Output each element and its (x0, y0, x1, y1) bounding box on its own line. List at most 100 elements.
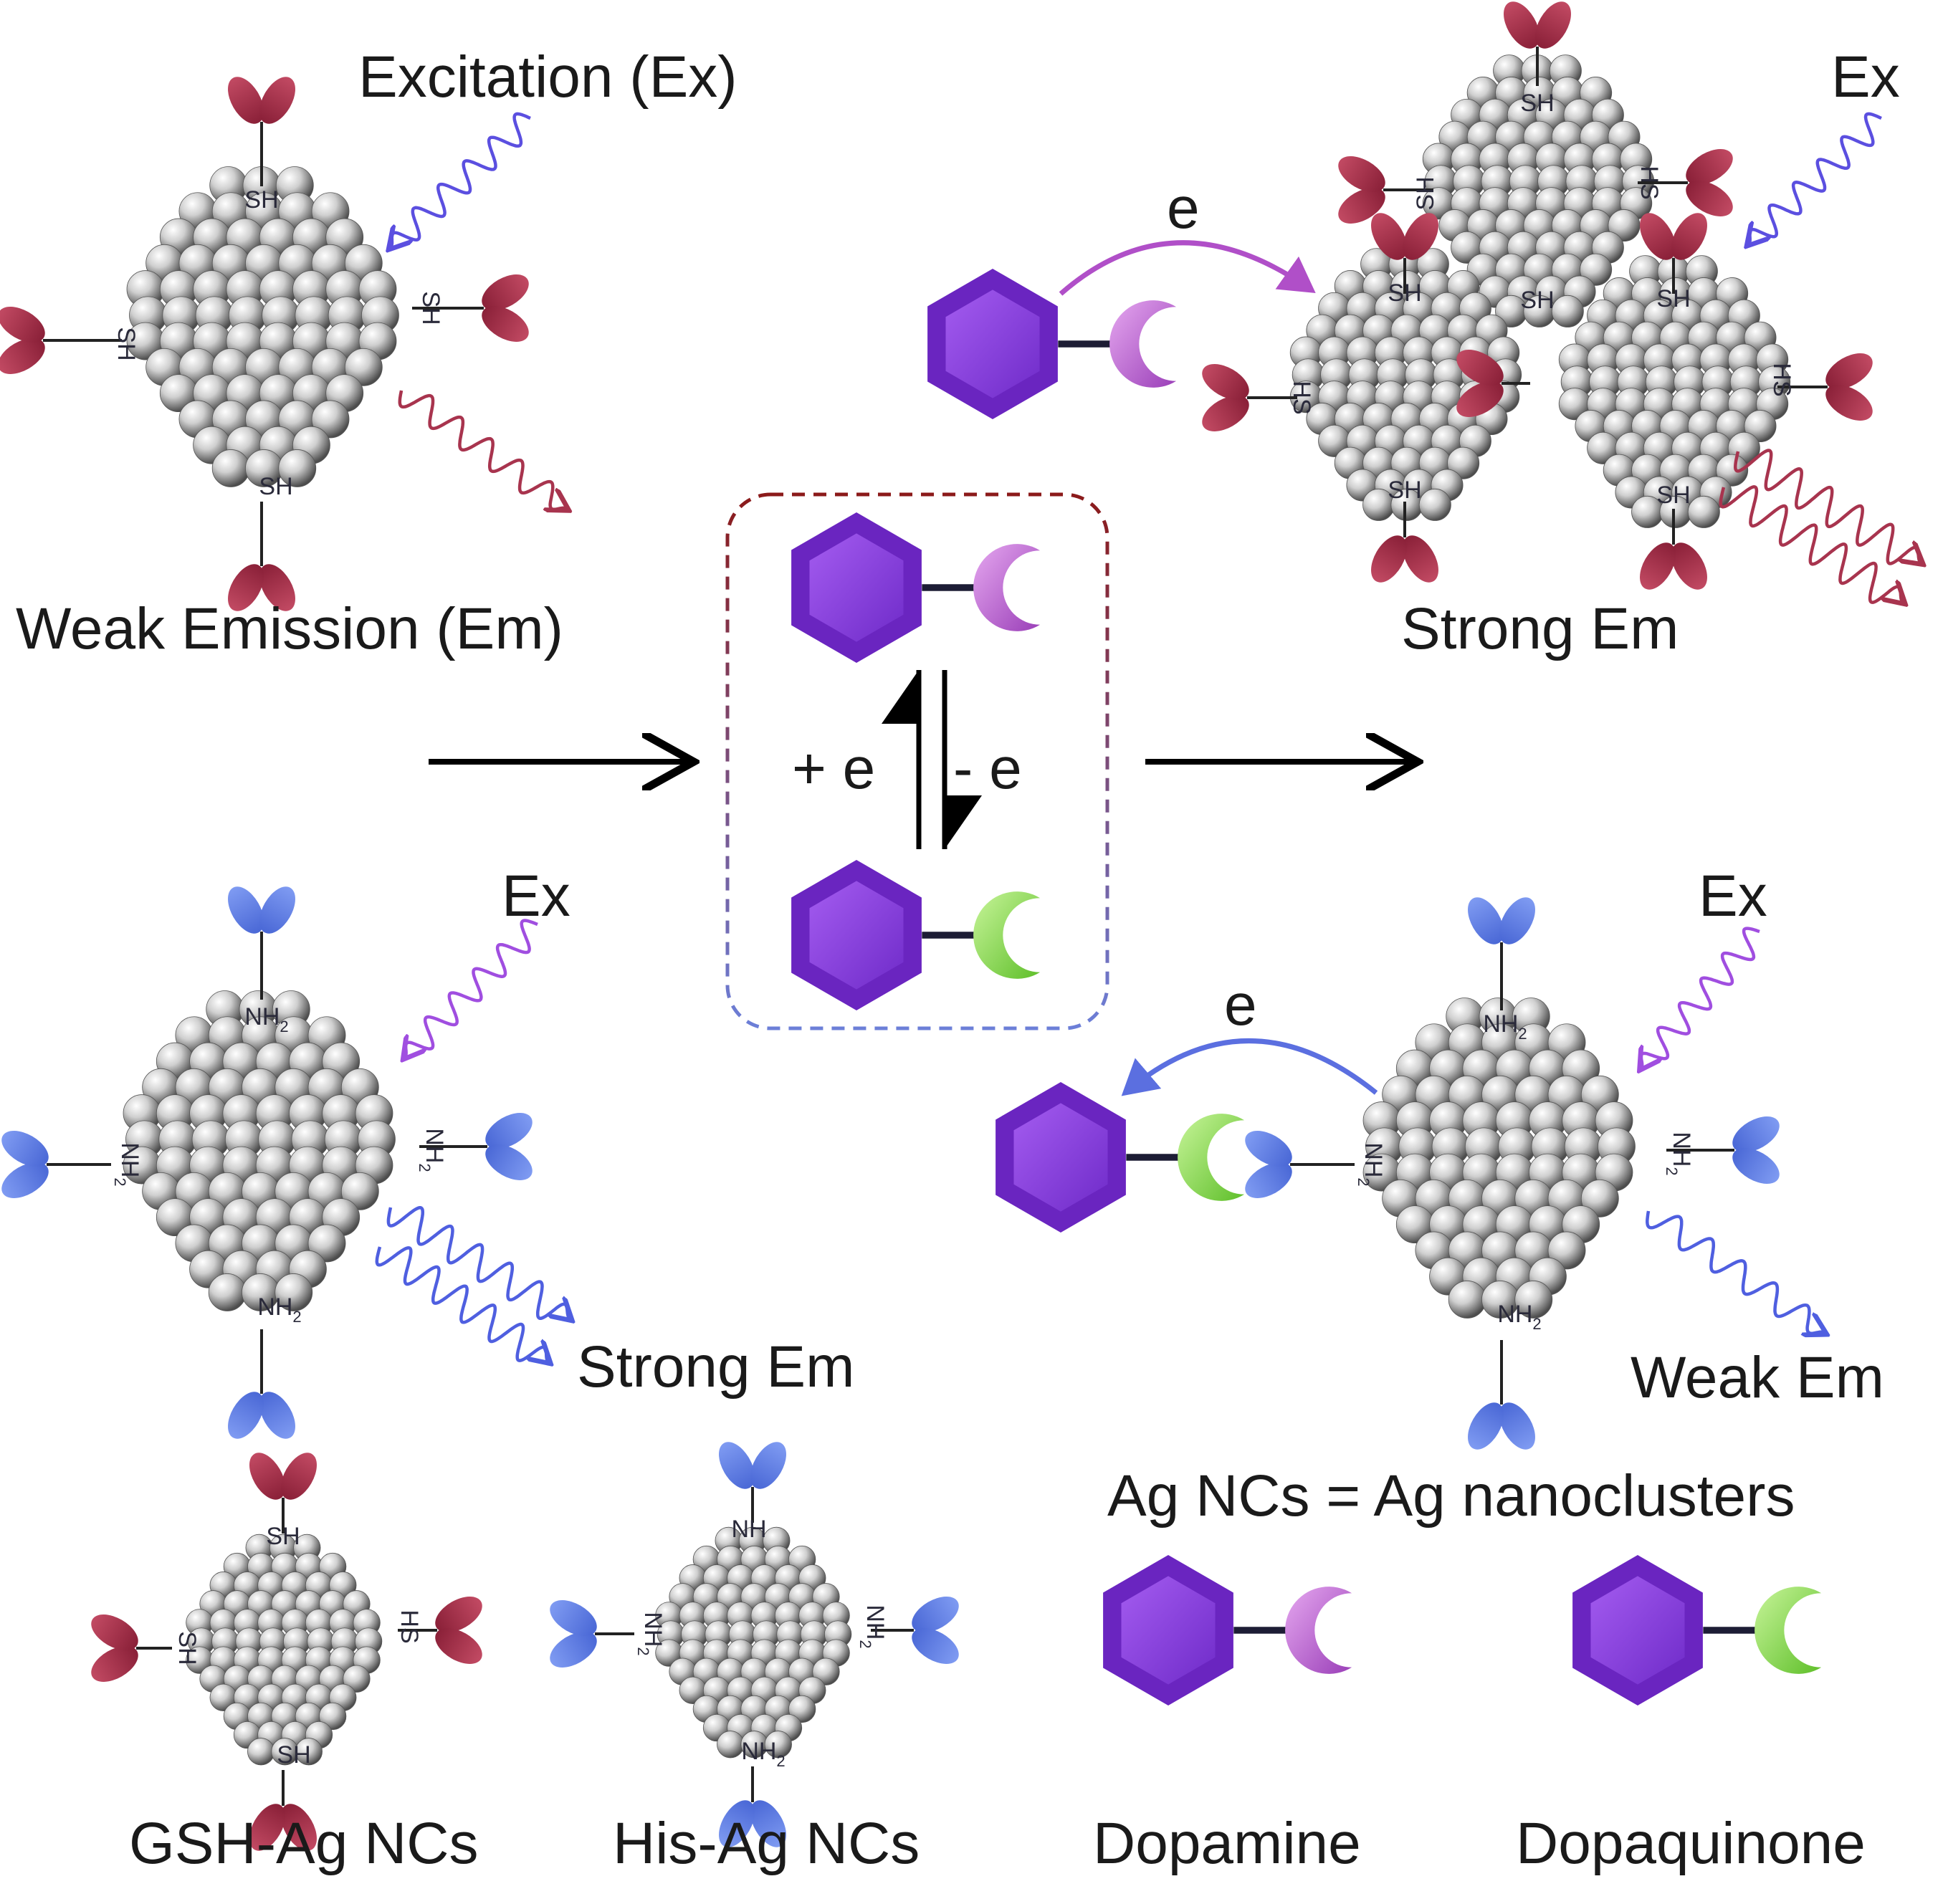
ag-atom (344, 348, 383, 386)
thiol-ligand (242, 1770, 325, 1857)
strong-em-label-bottom: Strong Em (577, 1334, 854, 1400)
ligand-nh2-text: NH (731, 1516, 766, 1543)
ligand-sh-text: SH (1412, 176, 1439, 210)
weak-emission-arrow-bottom-right (1646, 1210, 1824, 1334)
amine-ligand (220, 1329, 303, 1445)
dopamine-molecule-top (927, 269, 1177, 419)
catechol-moon-icon (1285, 1587, 1352, 1674)
thiol-ligand (0, 299, 122, 382)
ligand-sh-text: SH (1388, 279, 1421, 307)
thiol-ligand (1632, 206, 1715, 294)
ligand-sh-text: SH (113, 327, 140, 360)
excitation-arrow-bottom-left (405, 919, 538, 1058)
quinone-moon-icon (973, 891, 1041, 979)
benzene-ring-inner (945, 290, 1040, 398)
photon-arrows (375, 112, 1921, 1362)
gsh-ag-ncs-legend-cluster (186, 1534, 383, 1766)
catechol-moon-icon (1109, 300, 1177, 388)
ligand-sh-text: SH (244, 186, 278, 214)
his-cluster-bottom-left (123, 990, 396, 1311)
gsh-cluster-aggregate-top (1422, 54, 1655, 327)
dopamine-legend-molecule (1103, 1555, 1352, 1706)
thiol-ligand (85, 1607, 172, 1690)
thiol-ligand (1363, 206, 1446, 294)
amine-ligand (1666, 1109, 1786, 1192)
ag-atom (1448, 1281, 1486, 1319)
thiol-ligand (220, 70, 303, 186)
weak-emission-label: Weak Emission (Em) (16, 596, 563, 661)
dopaquinone-legend-molecule (1572, 1555, 1822, 1706)
excitation-arrow-top-right (1749, 112, 1882, 244)
ag-atom (1447, 446, 1480, 479)
ag-atom (812, 1657, 840, 1685)
weak-emission-arrow-top-left (398, 390, 566, 510)
excitation-label: Excitation (Ex) (358, 44, 737, 110)
ag-atom (1514, 1281, 1553, 1319)
ag-atom (319, 1702, 347, 1731)
amine-ligand (220, 880, 303, 1000)
strong-emission-arrow-top-right-2 (1719, 485, 1903, 602)
amine-ligand (543, 1592, 634, 1675)
ligand-hs-text: HS (1636, 166, 1663, 199)
amine-ligand (1460, 1340, 1543, 1456)
ag-atom (1580, 253, 1613, 286)
ligand-hs-text: HS (1768, 363, 1795, 396)
thiol-ligand (1363, 502, 1446, 589)
ag-atom (1687, 495, 1720, 528)
thiol-ligand (1195, 356, 1297, 439)
ag-nanoclusters (123, 54, 1791, 1766)
catechol-moon-icon (973, 544, 1041, 631)
thiol-ligand (220, 502, 303, 618)
ag-atom (247, 1738, 275, 1766)
amine-ligand (871, 1589, 965, 1672)
amine-ligand (419, 1105, 539, 1188)
strong-emission-arrow-top-right-1 (1734, 449, 1921, 564)
ligand-sh-text: SH (277, 1741, 310, 1769)
molecules (791, 269, 1822, 1706)
thiol-ligand (1332, 148, 1433, 231)
gsh-cluster-top-left (126, 166, 399, 487)
ag-atom (1580, 1179, 1619, 1217)
electron-transfer-arrow-top (1059, 240, 1316, 296)
redox-equilibrium-box (725, 492, 1109, 1030)
ligand-sh-text: SH (417, 291, 444, 325)
ag-atom (1716, 454, 1749, 487)
electron-label-bottom: e (1224, 972, 1257, 1038)
amine-ligand (0, 1123, 111, 1206)
ag-atom (717, 1731, 745, 1759)
ag-ncs-definition: Ag NCs = Ag nanoclusters (1107, 1463, 1795, 1529)
excitation-arrow-bottom-right (1641, 927, 1760, 1068)
ag-atom (208, 1273, 247, 1311)
amine-ligand (1460, 891, 1543, 1010)
gsh-ag-ncs-label: GSH-Ag NCs (129, 1811, 479, 1876)
thiol-ligand (1777, 345, 1879, 429)
quinone-moon-icon (1178, 1114, 1245, 1201)
dopaquinone-molecule-bottom (996, 1082, 1245, 1233)
ligand-hs-text: HS (396, 1609, 423, 1643)
thiol-ligand (242, 1446, 325, 1534)
benzene-ring-inner (809, 533, 904, 642)
amine-ligand (711, 1766, 794, 1854)
ag-atom (278, 449, 317, 487)
amine-ligand (711, 1435, 794, 1523)
thiol-ligand (1450, 342, 1530, 425)
thiol-ligand (412, 267, 535, 350)
his-ag-ncs-label: His-Ag NCs (613, 1811, 920, 1876)
ligand-sh-text: SH (266, 1523, 300, 1550)
ag-atom (788, 1695, 816, 1723)
strong-emission-arrow-bottom-left-1 (386, 1206, 570, 1319)
ag-atom (343, 1665, 371, 1693)
plus-e-label: + e (792, 736, 875, 801)
ag-atom (340, 1172, 379, 1210)
ligand-sh-text: SH (173, 1631, 201, 1665)
electron-label-top: e (1167, 176, 1200, 241)
benzene-ring-inner (1121, 1576, 1216, 1685)
quinone-moon-icon (1755, 1587, 1822, 1674)
his-ag-ncs-legend-cluster (655, 1526, 852, 1759)
ag-atom (1418, 488, 1451, 521)
thiol-ligand (1638, 141, 1739, 224)
dopamine-label: Dopamine (1093, 1811, 1361, 1876)
electron-transfer-arrow-bottom (1121, 1038, 1378, 1096)
dopaquinone-label: Dopaquinone (1516, 1811, 1866, 1876)
